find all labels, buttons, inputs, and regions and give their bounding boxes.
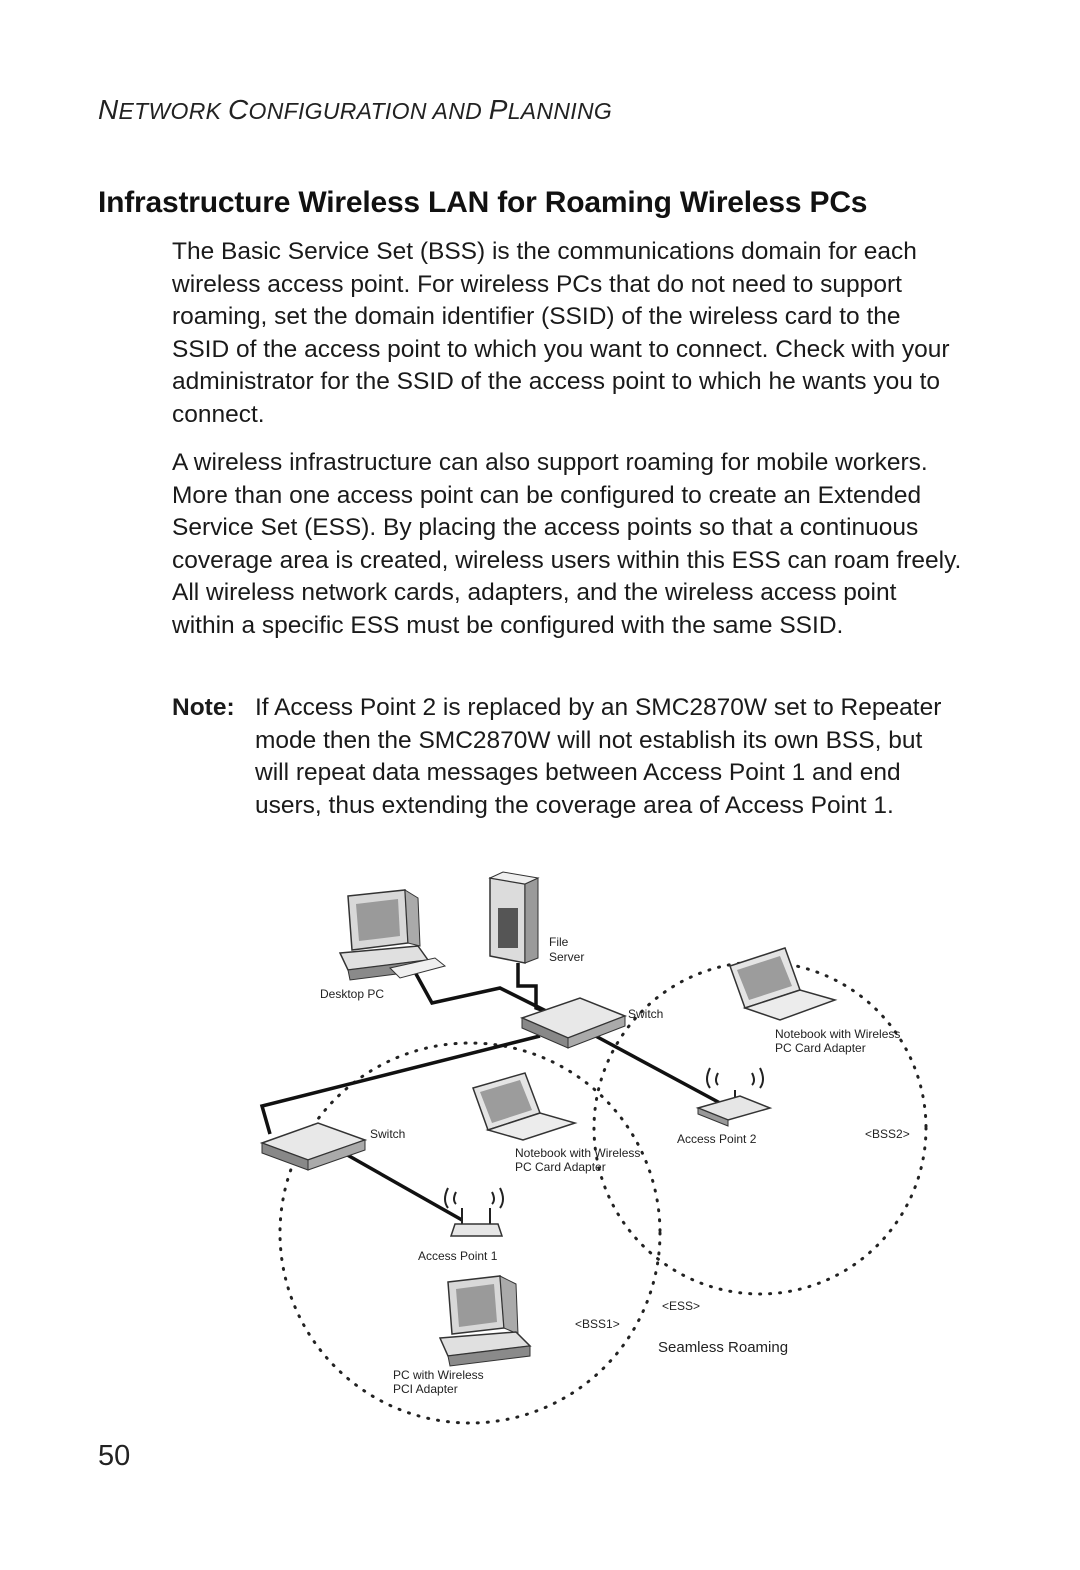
- seamless-roaming-label: Seamless Roaming: [658, 1339, 788, 1356]
- ess-label: <ESS>: [662, 1299, 700, 1313]
- running-head-text: ETWORK: [118, 98, 228, 124]
- pc-wireless-label: PC with Wireless: [393, 1368, 484, 1382]
- body-paragraph-ess: A wireless infrastructure can also suppo…: [172, 449, 962, 639]
- notebook-icon: [729, 947, 838, 1021]
- switch-icon: [519, 997, 628, 1049]
- switch-top-label: Switch: [628, 1007, 663, 1021]
- notebook-mid-label: PC Card Adapter: [515, 1160, 606, 1174]
- note-block: Note: If Access Point 2 is replaced by a…: [172, 692, 962, 822]
- desktop-pc-icon: [338, 889, 447, 981]
- running-head-text: ONFIGURATION AND: [248, 98, 489, 124]
- file-server-icon: [488, 871, 540, 964]
- notebook-icon: [472, 1072, 578, 1141]
- notebook-right-label: Notebook with Wireless: [775, 1027, 900, 1041]
- file-server-label: Server: [549, 950, 584, 964]
- running-head: NETWORK CONFIGURATION AND PLANNING: [98, 94, 612, 126]
- pc-wireless-label: PCI Adapter: [393, 1382, 458, 1396]
- pc-wireless-icon: [438, 1275, 532, 1367]
- access-point-2-label: Access Point 2: [677, 1132, 757, 1146]
- switch-icon: [259, 1122, 368, 1171]
- access-point-2-icon: [695, 1067, 773, 1127]
- running-head-initial: C: [227, 94, 249, 125]
- note-label: Note:: [172, 694, 235, 721]
- network-cables: [259, 962, 721, 1222]
- notebook-mid-label: Notebook with Wireless: [515, 1146, 640, 1160]
- page-number: 50: [98, 1440, 131, 1472]
- file-server-label: File: [549, 935, 569, 949]
- note-text: If Access Point 2 is replaced by an SMC2…: [255, 694, 942, 819]
- running-head-initial: N: [98, 94, 119, 125]
- body-paragraph-bss: The Basic Service Set (BSS) is the commu…: [172, 238, 950, 428]
- network-diagram: Desktop PC File Server Switch Notebook w…: [259, 871, 928, 1425]
- switch-left-label: Switch: [370, 1127, 405, 1141]
- desktop-pc-label: Desktop PC: [320, 987, 384, 1001]
- running-head-text: LANNING: [507, 98, 613, 124]
- bss1-coverage-circle: [278, 1041, 662, 1425]
- access-point-1-icon: [444, 1187, 504, 1237]
- bss2-label: <BSS2>: [865, 1127, 910, 1141]
- access-point-1-label: Access Point 1: [418, 1249, 498, 1263]
- section-title: Infrastructure Wireless LAN for Roaming …: [98, 186, 868, 219]
- bss1-label: <BSS1>: [575, 1317, 620, 1331]
- running-head-initial: P: [488, 94, 508, 125]
- notebook-right-label: PC Card Adapter: [775, 1041, 866, 1055]
